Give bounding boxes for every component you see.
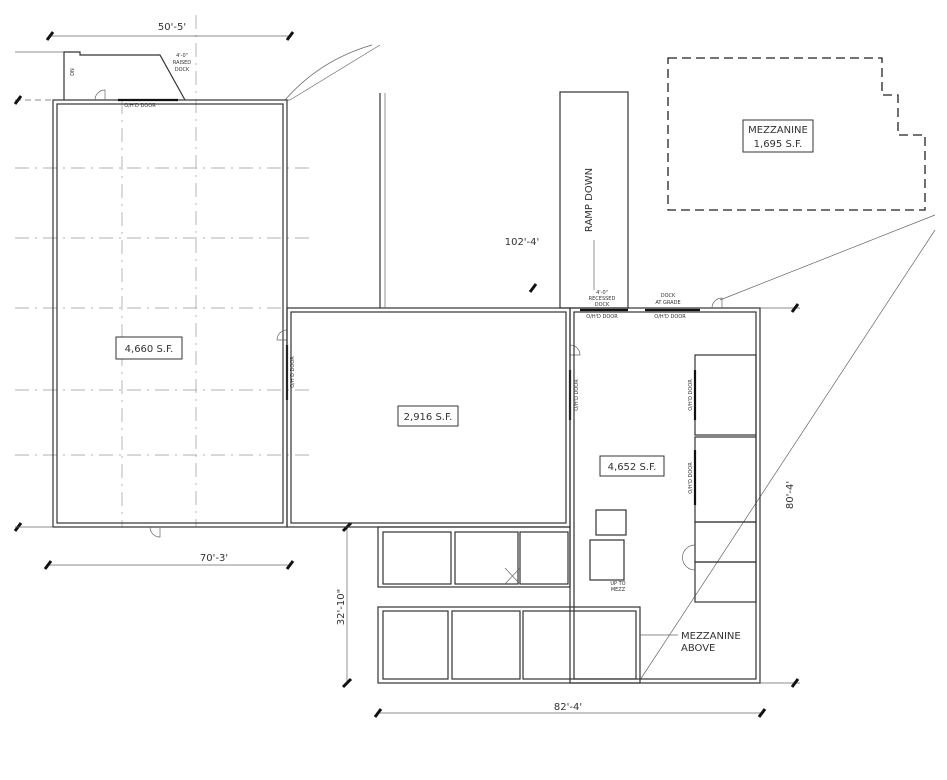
stair-down-label: DN — [70, 68, 76, 76]
recessed-dock-label: RECESSED — [589, 296, 616, 302]
grade-dock-label: DOCK — [661, 293, 676, 299]
up-to-mezz-label: UP TO — [610, 581, 625, 587]
area-box-middle — [397, 405, 459, 427]
ohd-door-label: O/H'D DOOR — [290, 356, 296, 388]
dim-bottom-width: 82'-4' — [554, 702, 582, 713]
dim-overall-length: 102'-4' — [505, 237, 540, 248]
left-building — [15, 51, 289, 538]
area-box-left — [115, 336, 183, 360]
up-to-mezz-label: MEZZ — [611, 587, 626, 593]
area-box-right — [599, 455, 665, 477]
area-right: 4,652 S.F. — [608, 462, 657, 473]
mezzanine-outline — [667, 57, 926, 211]
mezzanine-above-label: ABOVE — [681, 643, 715, 654]
ohd-door-label: O/H'D DOOR — [586, 314, 618, 320]
grade-dock-label: AT GRADE — [655, 300, 680, 306]
mezzanine-area: 1,695 S.F. — [754, 139, 803, 150]
right-building — [569, 297, 761, 684]
ohd-door-label: O/H'D DOOR — [688, 462, 694, 494]
ohd-door-label: O/H'D DOOR — [688, 379, 694, 411]
mezzanine-title: MEZZANINE — [748, 125, 808, 136]
area-middle: 2,916 S.F. — [404, 412, 453, 423]
recessed-dock-label: 4'-0" — [596, 290, 608, 296]
dim-left-bottom: 70'-3' — [200, 553, 228, 564]
ohd-door-label: O/H'D DOOR — [574, 379, 580, 411]
dim-top-width: 50'-5' — [158, 22, 186, 33]
middle-building — [286, 93, 581, 528]
ramp-label: RAMP DOWN — [584, 168, 595, 232]
dimension-lines — [13, 31, 800, 718]
ohd-door-label: O/H'D DOOR — [654, 314, 686, 320]
mezzanine-above-label: MEZZANINE — [681, 631, 741, 642]
raised-dock-label: RAISED — [173, 60, 191, 66]
ohd-door-label: O/H'D DOOR — [124, 103, 156, 109]
area-box-mezzanine — [742, 119, 814, 153]
raised-dock-label: 4'-0" — [176, 53, 188, 59]
office-block — [377, 509, 678, 684]
area-left: 4,660 S.F. — [125, 344, 174, 355]
dim-right-height: 80'-4' — [785, 481, 796, 509]
dim-office-height: 32'-10" — [336, 589, 347, 625]
raised-dock-label: DOCK — [175, 67, 190, 73]
recessed-dock-label: DOCK — [595, 302, 610, 308]
